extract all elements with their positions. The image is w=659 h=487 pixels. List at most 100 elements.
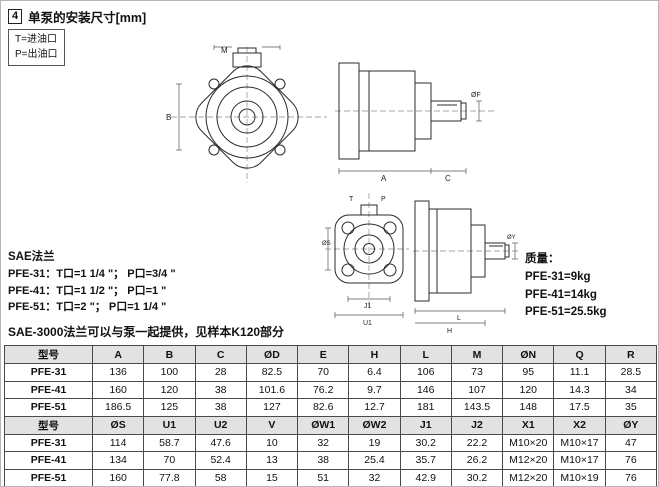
table-cell: 70 bbox=[143, 451, 196, 470]
table-cell: 47.6 bbox=[194, 433, 247, 452]
table-cell: 47 bbox=[604, 433, 658, 452]
table-cell: 10 bbox=[245, 433, 299, 452]
port-label-t: T bbox=[349, 196, 354, 203]
table-cell: 134 bbox=[91, 451, 145, 470]
table-cell: 120 bbox=[143, 380, 196, 399]
table-header-cell: M bbox=[450, 345, 504, 364]
table-cell: 35.7 bbox=[399, 451, 452, 470]
sae-flange-block: SAE法兰 PFE-31：T口=1 1/4 "； P口=3/4 " PFE-41… bbox=[8, 249, 176, 316]
dim-label-u1: U1 bbox=[363, 320, 372, 327]
table-cell: 26.2 bbox=[450, 451, 504, 470]
table-cell: PFE-41 bbox=[4, 451, 93, 470]
table-header-cell: X1 bbox=[502, 415, 555, 435]
dim-label-a: A bbox=[381, 174, 387, 183]
page-header: 4 单泵的安装尺寸[mm] bbox=[8, 7, 146, 26]
table-header-cell: A bbox=[91, 345, 145, 364]
table-cell: 17.5 bbox=[553, 398, 606, 417]
front-view-drawing: M B bbox=[166, 45, 327, 183]
dim-label-s: ØS bbox=[322, 241, 331, 247]
table-header-cell: R bbox=[604, 345, 658, 364]
dim-label-y: ØY bbox=[507, 235, 516, 241]
table-header-cell: 型号 bbox=[4, 345, 93, 364]
table-cell: 25.4 bbox=[348, 451, 401, 470]
section-number: 4 bbox=[8, 9, 23, 24]
table-cell: 148 bbox=[502, 398, 555, 417]
table-cell: 30.2 bbox=[399, 433, 452, 452]
table-header-cell: Q bbox=[553, 345, 606, 364]
table-cell: 181 bbox=[399, 398, 452, 417]
page-title: 单泵的安装尺寸[mm] bbox=[28, 11, 147, 25]
rear-side-view-drawing: ØY L H bbox=[413, 200, 519, 335]
table-header-cell: H bbox=[348, 345, 401, 364]
table-cell: M12×20 bbox=[502, 451, 555, 470]
table-cell: 51 bbox=[297, 468, 350, 486]
table-cell: 77.8 bbox=[143, 468, 196, 486]
table-cell: 76 bbox=[604, 468, 658, 486]
table-cell: 160 bbox=[91, 468, 145, 486]
table-cell: 82.5 bbox=[245, 363, 299, 382]
table-cell: 107 bbox=[450, 380, 504, 399]
table-cell: 76 bbox=[604, 451, 658, 470]
table-header-cell: ØY bbox=[604, 415, 658, 435]
dim-label-l: L bbox=[457, 315, 461, 322]
table-cell: 58.7 bbox=[143, 433, 196, 452]
dim-label-m: M bbox=[221, 46, 228, 55]
table-cell: 14.3 bbox=[553, 380, 606, 399]
table-cell: 127 bbox=[245, 398, 299, 417]
mass-title: 质量： bbox=[525, 253, 560, 265]
table-cell: M10×17 bbox=[553, 433, 606, 452]
table-header-cell: ØS bbox=[91, 415, 145, 435]
table-cell: 100 bbox=[143, 363, 196, 382]
table-cell: 82.6 bbox=[297, 398, 350, 417]
table-header-cell: L bbox=[399, 345, 452, 364]
table-cell: 42.9 bbox=[399, 468, 452, 486]
table-header-cell: V bbox=[245, 415, 299, 435]
dim-label-c: C bbox=[445, 174, 451, 183]
table-header-cell: U1 bbox=[143, 415, 196, 435]
table-header-cell: 型号 bbox=[4, 415, 93, 435]
dim-label-f: ØF bbox=[471, 92, 481, 99]
table-cell: 19 bbox=[348, 433, 401, 452]
table-cell: PFE-31 bbox=[4, 363, 93, 382]
table-cell: 160 bbox=[91, 380, 145, 399]
side-view-drawing: ØF A C bbox=[335, 62, 497, 183]
table-cell: 13 bbox=[245, 451, 299, 470]
dim-label-j1: J1 bbox=[364, 303, 372, 310]
sae-line: PFE-41：T口=1 1/2 "； P口=1 " bbox=[8, 284, 167, 297]
port-legend: T=进油口 P=出油口 bbox=[8, 29, 65, 66]
table-cell: 22.2 bbox=[450, 433, 504, 452]
table-cell: 76.2 bbox=[297, 380, 350, 399]
table-header-cell: J2 bbox=[450, 415, 504, 435]
table-cell: 38 bbox=[194, 380, 247, 399]
table-cell: 70 bbox=[297, 363, 350, 382]
table-header-cell: B bbox=[143, 345, 196, 364]
table-cell: 32 bbox=[348, 468, 401, 486]
mass-line: PFE-41=14kg bbox=[525, 288, 597, 301]
table-cell: 136 bbox=[91, 363, 145, 382]
mass-line: PFE-51=25.5kg bbox=[525, 306, 607, 319]
dim-label-h: H bbox=[447, 328, 452, 335]
table-cell: 58 bbox=[194, 468, 247, 486]
table-header-cell: C bbox=[194, 345, 247, 364]
table-cell: 28.5 bbox=[604, 363, 658, 382]
legend-inlet: T=进油口 bbox=[15, 34, 57, 45]
table-cell: 11.1 bbox=[553, 363, 606, 382]
table-header-cell: ØW2 bbox=[348, 415, 401, 435]
table-cell: 52.4 bbox=[194, 451, 247, 470]
table-cell: 15 bbox=[245, 468, 299, 486]
table-cell: 6.4 bbox=[348, 363, 401, 382]
legend-outlet: P=出油口 bbox=[15, 48, 58, 60]
table-cell: 125 bbox=[143, 398, 196, 417]
table-cell: 34 bbox=[604, 380, 658, 399]
table-cell: PFE-51 bbox=[4, 468, 93, 486]
mass-line: PFE-31=9kg bbox=[525, 270, 591, 283]
dim-label-b: B bbox=[166, 113, 171, 122]
table-cell: 30.2 bbox=[450, 468, 504, 486]
